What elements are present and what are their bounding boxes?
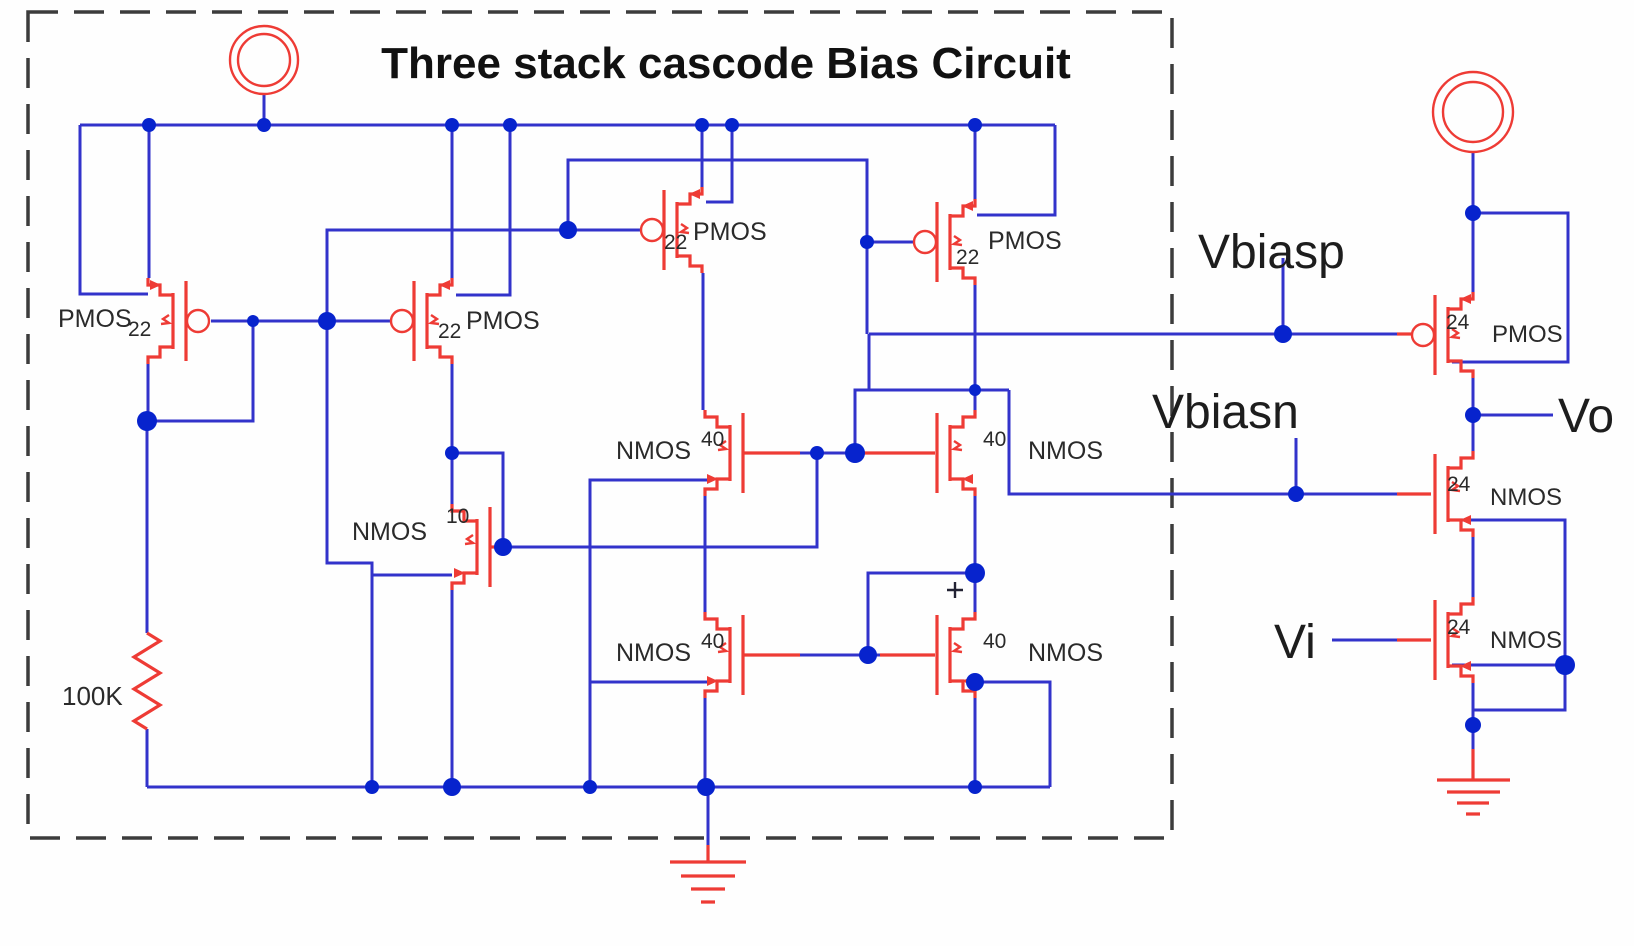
m11-type-label: NMOS xyxy=(1490,484,1562,511)
ground-symbol-right xyxy=(1437,749,1510,816)
transistor-m8 xyxy=(703,610,745,700)
m6-w-label: 40 xyxy=(701,428,724,451)
m12-w-label: 24 xyxy=(1447,616,1471,639)
m2-type-label: PMOS xyxy=(466,307,540,335)
vdd-symbol-left xyxy=(228,24,300,96)
m3-type-label: PMOS xyxy=(693,218,767,246)
m5-w-label: 10 xyxy=(446,505,469,528)
gate-stubs xyxy=(490,332,1431,657)
transistor-m12 xyxy=(1433,595,1475,685)
transistor-m6 xyxy=(703,408,745,498)
m8-type-label: NMOS xyxy=(616,639,691,667)
m12-type-label: NMOS xyxy=(1490,627,1562,654)
m8-w-label: 40 xyxy=(701,630,724,653)
m5-type-label: NMOS xyxy=(352,518,427,546)
m6-type-label: NMOS xyxy=(616,437,691,465)
vbiasp-label: Vbiasp xyxy=(1198,226,1345,279)
m7-w-label: 40 xyxy=(983,428,1006,451)
transistor-m4 xyxy=(912,197,977,287)
component-labels: PMOS 22 22 PMOS 22 PMOS 22 PMOS NMOS 10 … xyxy=(58,218,1563,711)
junction-dots xyxy=(137,118,1575,796)
ground-symbol-center xyxy=(670,845,746,904)
m4-w-label: 22 xyxy=(956,246,979,269)
transistor-m10 xyxy=(1410,290,1475,380)
vi-label: Vi xyxy=(1274,616,1316,669)
m1-type-label: PMOS xyxy=(58,305,132,333)
resistor-value-label: 100K xyxy=(62,681,123,711)
page-title: Three stack cascode Bias Circuit xyxy=(381,39,1071,88)
m4-type-label: PMOS xyxy=(988,227,1062,255)
m3-w-label: 22 xyxy=(664,231,687,254)
vdd-symbol-right xyxy=(1431,70,1515,154)
m9-type-label: NMOS xyxy=(1028,639,1103,667)
transistor-m7 xyxy=(935,408,977,498)
m1-w-label: 22 xyxy=(128,318,151,341)
m10-w-label: 24 xyxy=(1446,311,1470,334)
net-labels: Vbiasp Vbiasn Vo Vi xyxy=(1152,226,1614,669)
m9-w-label: 40 xyxy=(983,630,1006,653)
m11-w-label: 24 xyxy=(1447,473,1471,496)
resistor-100k xyxy=(130,631,164,731)
m2-w-label: 22 xyxy=(438,320,461,343)
m10-type-label: PMOS xyxy=(1492,321,1563,348)
vo-label: Vo xyxy=(1558,390,1614,443)
transistor-m1 xyxy=(146,276,211,366)
vbiasn-label: Vbiasn xyxy=(1152,386,1299,439)
bias-circuit-dashed-border xyxy=(26,10,1174,840)
m7-type-label: NMOS xyxy=(1028,437,1103,465)
wires xyxy=(78,94,1570,845)
